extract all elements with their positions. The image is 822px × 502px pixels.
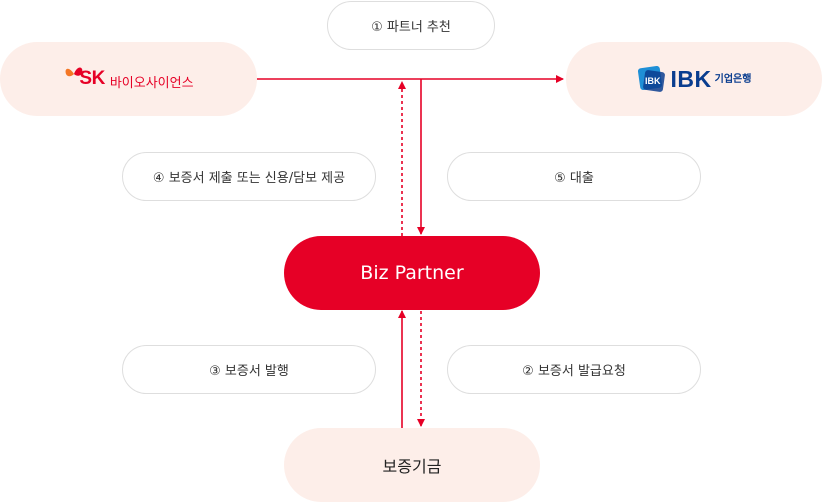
- sk-logo-mark: SK: [79, 68, 105, 89]
- biz-partner-label: Biz Partner: [360, 262, 464, 284]
- node-biz-partner: Biz Partner: [284, 236, 540, 310]
- guarantee-fund-label: 보증기금: [382, 457, 442, 476]
- ibk-logo-mark: IBK: [670, 65, 712, 92]
- step-submit-guarantee-label: ④ 보증서 제출 또는 신용/담보 제공: [152, 171, 346, 186]
- step-partner-recommend: ① 파트너 추천: [327, 1, 495, 50]
- step-loan-label: ⑤ 대출: [554, 171, 594, 186]
- ibk-emblem-icon: IBK: [637, 65, 665, 92]
- step-guarantee-issue-label: ③ 보증서 발행: [209, 364, 289, 379]
- ibk-logo-name: 기업은행: [714, 73, 752, 85]
- step-guarantee-request-label: ② 보증서 발급요청: [522, 364, 626, 379]
- ibk-logo: IBK IBK 기업은행: [637, 64, 752, 94]
- svg-text:IBK: IBK: [645, 76, 661, 86]
- step-partner-recommend-label: ① 파트너 추천: [371, 20, 451, 35]
- step-guarantee-request: ② 보증서 발급요청: [447, 345, 701, 394]
- node-ibk-bank: IBK IBK 기업은행: [566, 42, 822, 116]
- step-submit-guarantee: ④ 보증서 제출 또는 신용/담보 제공: [122, 152, 376, 201]
- node-sk-bioscience: SK 바이오사이언스: [0, 42, 257, 116]
- sk-logo-name: 바이오사이언스: [109, 75, 194, 91]
- step-guarantee-issue: ③ 보증서 발행: [122, 345, 376, 394]
- step-loan: ⑤ 대출: [447, 152, 701, 201]
- sk-butterfly-icon: [65, 67, 83, 77]
- node-guarantee-fund: 보증기금: [284, 428, 540, 502]
- sk-bioscience-logo: SK 바이오사이언스: [63, 67, 194, 91]
